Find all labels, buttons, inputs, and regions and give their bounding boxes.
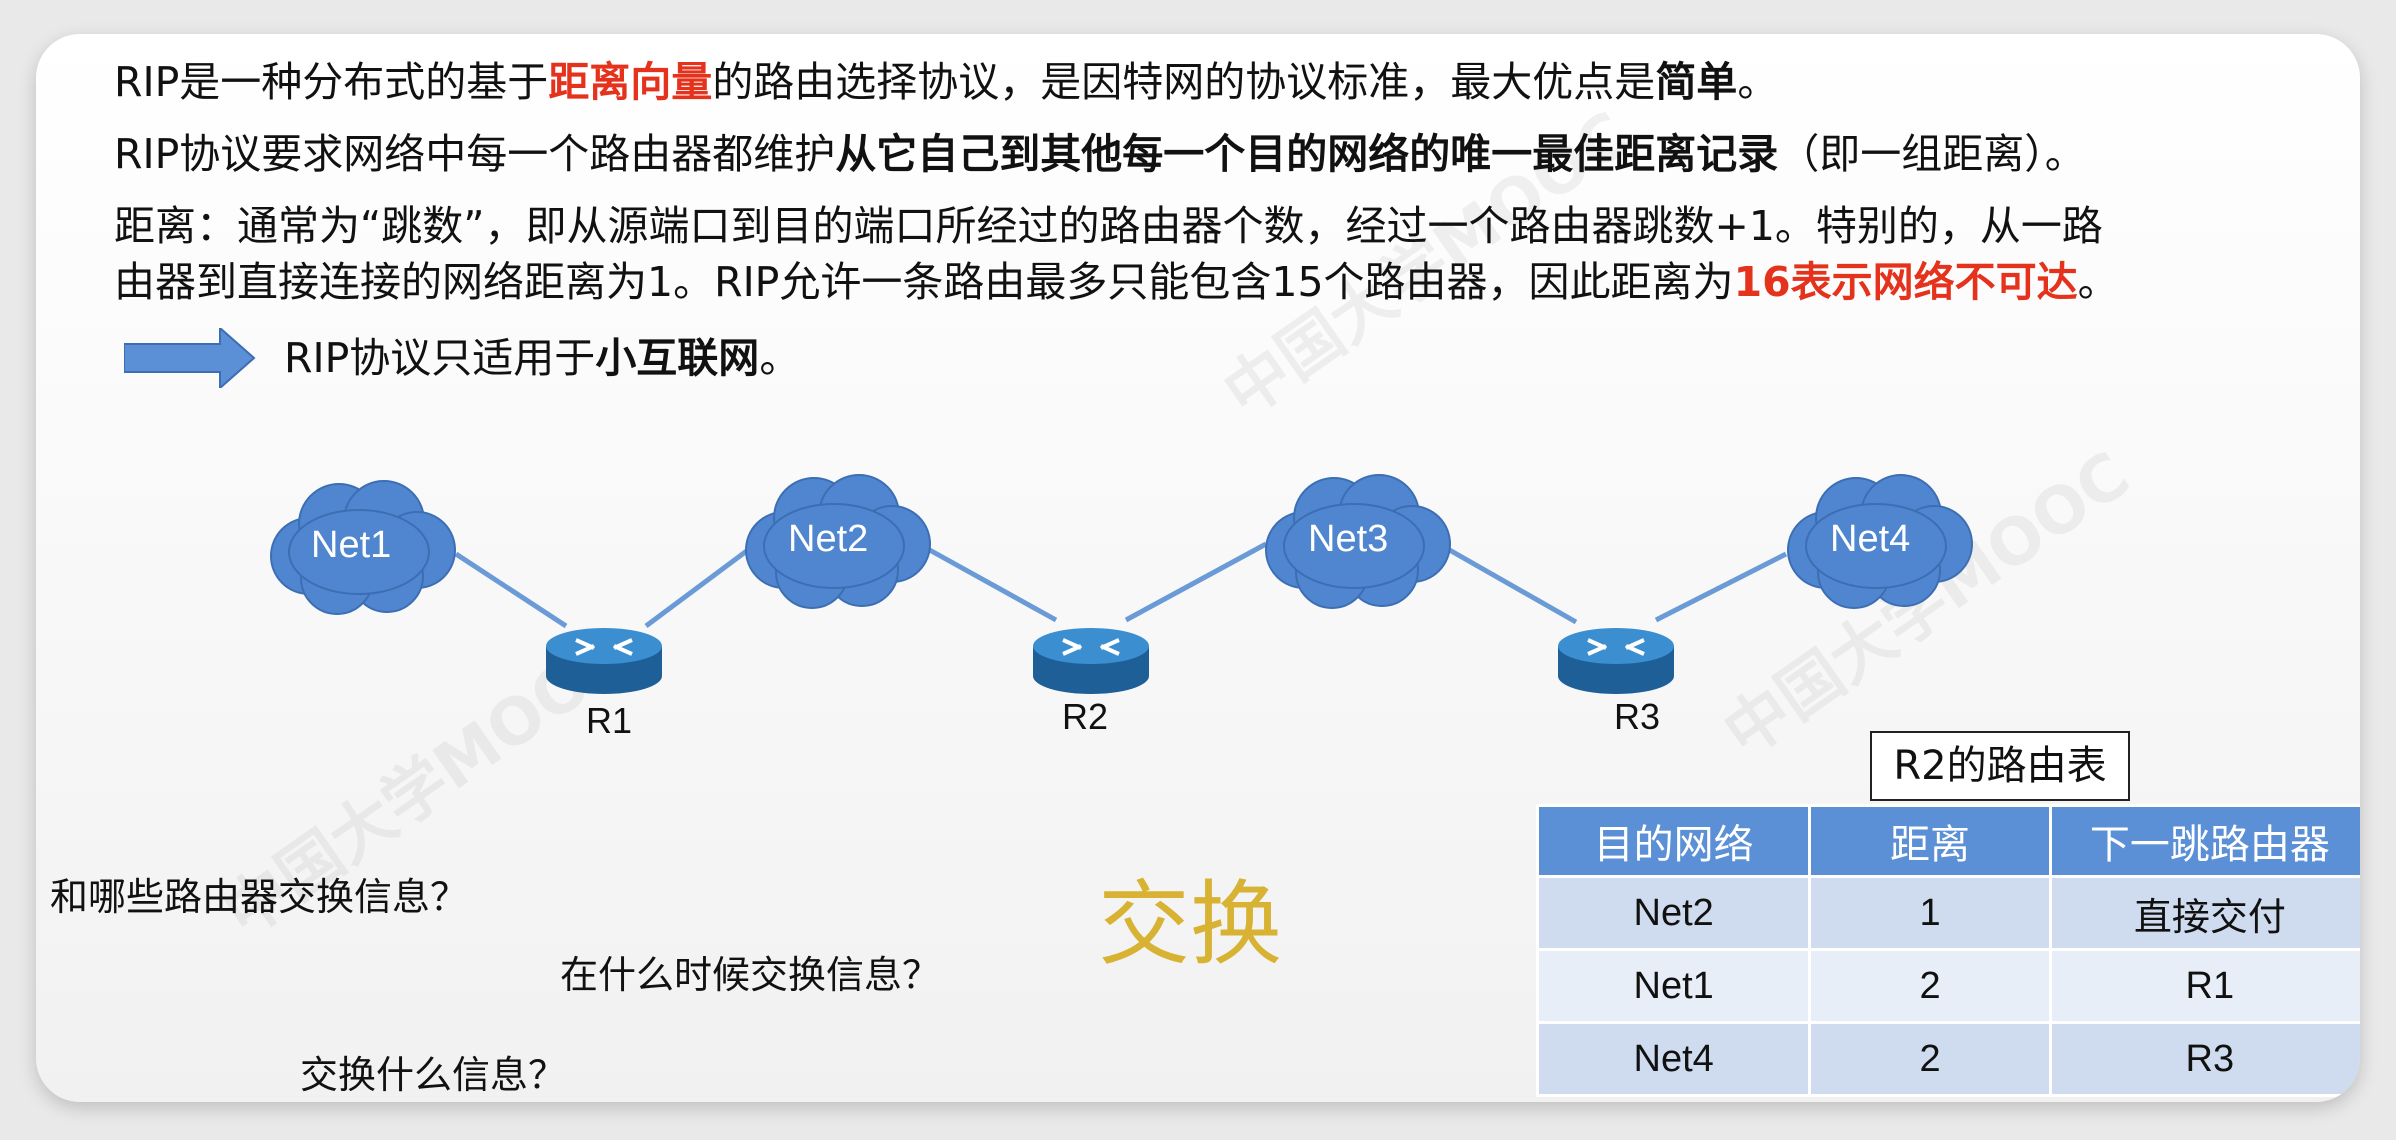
cell-distance: 2 — [1808, 948, 2052, 1024]
routing-table-caption: R2的路由表 — [1870, 731, 2130, 801]
text: 距离：通常为“跳数”，即从源端口到目的端口所经过的路由器个数，经过一个路由器跳数… — [114, 202, 2103, 250]
text: RIP协议要求网络中每一个路由器都维护 — [114, 130, 836, 178]
table-row: Net2 1 直接交付 — [1535, 875, 2360, 951]
column-header-destination: 目的网络 — [1535, 804, 1812, 878]
router-icon — [546, 628, 662, 694]
column-header-next-hop: 下一跳路由器 — [2048, 804, 2360, 878]
routing-table: 目的网络 距离 下一跳路由器 Net2 1 直接交付 Net1 2 R1 Net… — [1535, 804, 2360, 1097]
network-label-net3: Net3 — [1308, 518, 1389, 560]
text: 的路由选择协议，是因特网的协议标准，最大优点是 — [712, 58, 1656, 106]
exchange-title: 交换 — [1098, 871, 1283, 978]
column-header-distance: 距离 — [1808, 804, 2052, 878]
question-what: 交换什么信息？ — [300, 1053, 567, 1097]
router-icons — [546, 628, 1674, 694]
bold-small-internet: 小互联网 — [595, 334, 760, 382]
question-when: 在什么时候交换信息？ — [560, 953, 941, 997]
right-arrow-icon — [124, 328, 256, 388]
paragraph-small-internet: RIP协议只适用于小互联网。 — [284, 330, 800, 386]
link-net3-r3 — [1444, 545, 1578, 625]
cell-destination: Net1 — [1535, 948, 1812, 1024]
text: （即一组距离）。 — [1778, 130, 2086, 178]
text: RIP是一种分布式的基于 — [114, 58, 549, 106]
bold-simple: 简单 — [1655, 58, 1738, 106]
link-net1-r1 — [454, 551, 568, 629]
router-label-r3: R3 — [1614, 696, 1661, 737]
text: 。 — [1737, 58, 1779, 106]
cell-distance: 1 — [1808, 875, 2052, 951]
text: 。 — [759, 334, 801, 382]
cell-destination: Net4 — [1535, 1021, 1812, 1097]
link-r1-net2 — [644, 541, 758, 629]
question-which-routers: 和哪些路由器交换信息？ — [50, 875, 469, 919]
link-r2-net3 — [1124, 541, 1268, 623]
cell-next-hop: R3 — [2048, 1021, 2360, 1097]
paragraph-distance: 距离：通常为“跳数”，即从源端口到目的端口所经过的路由器个数，经过一个路由器跳数… — [114, 198, 2354, 310]
cell-distance: 2 — [1808, 1021, 2052, 1097]
router-icon — [1558, 628, 1674, 694]
text: 。 — [2077, 258, 2119, 306]
bold-best-distance: 从它自己到其他每一个目的网络的唯一最佳距离记录 — [835, 130, 1779, 178]
network-label-net2: Net2 — [788, 518, 869, 560]
paragraph-rip-definition: RIP是一种分布式的基于距离向量的路由选择协议，是因特网的协议标准，最大优点是简… — [114, 54, 1778, 110]
table-row: Net4 2 R3 — [1535, 1021, 2360, 1097]
cell-next-hop: 直接交付 — [2048, 875, 2360, 951]
text: 由器到直接连接的网络距离为1。RIP允许一条路由最多只能包含15个路由器，因此距… — [114, 258, 1734, 306]
highlight-distance-vector: 距离向量 — [548, 58, 713, 106]
network-label-net4: Net4 — [1830, 518, 1911, 560]
link-net2-r2 — [924, 545, 1058, 623]
slide: 中国大学MOOC 中国大学MOOC 中国大学MOOC RIP是一种分布式的基于距… — [36, 34, 2360, 1102]
table-row: Net1 2 R1 — [1535, 948, 2360, 1024]
network-topology — [270, 474, 1973, 694]
router-label-r2: R2 — [1062, 696, 1109, 737]
text: RIP协议只适用于 — [284, 334, 596, 382]
paragraph-rip-requirement: RIP协议要求网络中每一个路由器都维护从它自己到其他每一个目的网络的唯一最佳距离… — [114, 126, 2086, 182]
highlight-unreachable: 16表示网络不可达 — [1733, 258, 2078, 306]
network-label-net1: Net1 — [311, 524, 392, 566]
table-header-row: 目的网络 距离 下一跳路由器 — [1535, 804, 2360, 878]
link-r3-net4 — [1654, 551, 1788, 623]
router-icon — [1033, 628, 1149, 694]
router-label-r1: R1 — [586, 700, 633, 741]
cell-next-hop: R1 — [2048, 948, 2360, 1024]
links — [454, 541, 1788, 629]
cell-destination: Net2 — [1535, 875, 1812, 951]
